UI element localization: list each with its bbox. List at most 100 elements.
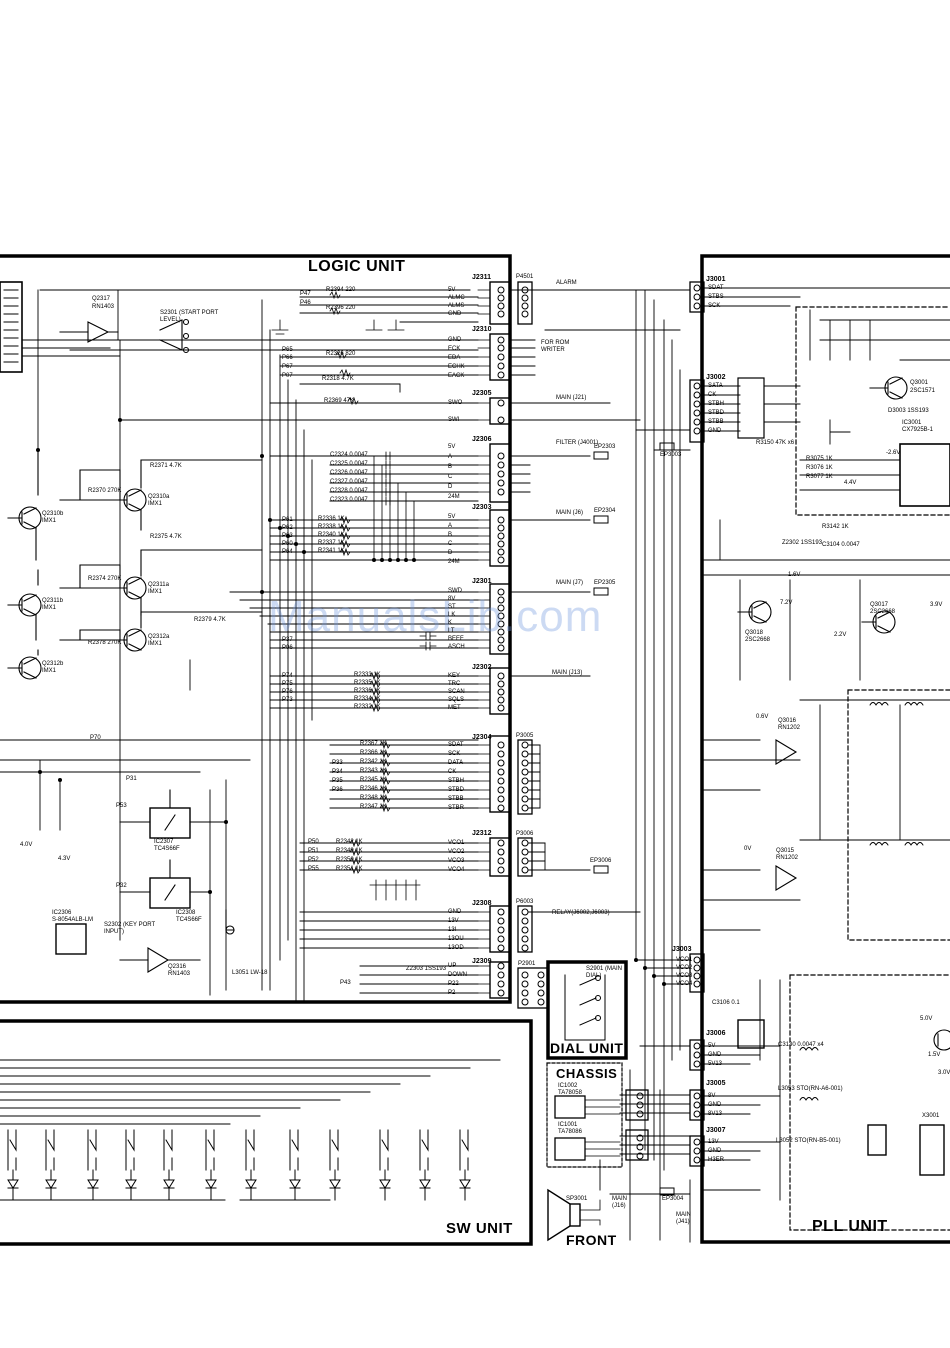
resistor-value: R2337 1K	[318, 540, 345, 546]
pll-ic-q3016-ref: Q3016	[778, 718, 797, 724]
sw-switch	[459, 1129, 471, 1201]
component-value: R2318 4.7K	[322, 376, 354, 382]
logic-ic-ic2307-part: TC4S66F	[154, 846, 180, 852]
component-value: C3104 0.0047	[822, 542, 860, 548]
component-value: R2369 47K	[324, 398, 355, 404]
logic-ic-q2316-part: RN1403	[168, 971, 191, 977]
pll-inner-box-low	[789, 974, 950, 1231]
connector-j2306-pin: 5V	[448, 444, 456, 450]
component-value: R2370 270K	[88, 488, 122, 494]
resistor-value: R2351 1K	[336, 866, 363, 872]
connector-j2306-pin: D	[448, 484, 453, 490]
component-value: 1.6V	[788, 572, 801, 578]
middle-port-blocks	[517, 281, 705, 1167]
port-p2901-ref: P2901	[518, 961, 536, 967]
sw-switch	[87, 1129, 99, 1201]
chassis-ic-2-part: TA78086	[558, 1129, 582, 1135]
speaker-symbol	[547, 1188, 601, 1242]
logic-ic-q2316-ref: Q2316	[168, 964, 187, 970]
port-label: P53	[116, 803, 127, 809]
component-value: C3106 0.1	[712, 1000, 740, 1006]
capacitor-value: C2324 0.0047	[330, 452, 368, 458]
logic-ic-q2310a-ref: Q2310a	[148, 494, 170, 500]
connector-j2301-pin: 8V	[448, 596, 456, 602]
logic-unit-title: LOGIC UNIT	[308, 258, 406, 275]
connector-j3003-pin: VCO4	[676, 981, 693, 987]
port-label: P07	[282, 373, 293, 379]
junction-dots	[36, 418, 666, 986]
logic-ic-q2311a-part: IMX1	[148, 589, 163, 595]
resistor-value: R2348 1K	[360, 795, 387, 801]
component-value: D3003 1SS193	[888, 408, 929, 414]
connector-j3007-ref: J3007	[706, 1127, 726, 1134]
connector-j2306-ref: J2306	[472, 436, 492, 443]
component-value: 3.9V	[930, 602, 943, 608]
logic-resistor-marks	[329, 290, 437, 875]
pll-ics	[737, 1019, 945, 1176]
signal-main-j16: MAIN (J16)	[612, 1196, 627, 1209]
pll-ic-ic3001-part: CX7925B-1	[902, 427, 934, 433]
port-label: P47	[300, 291, 311, 297]
resistor-value: R2338 1K	[318, 524, 345, 530]
resistor-value: R2350 1K	[336, 857, 363, 863]
logic-ic-q2312b-ref: Q2312b	[42, 661, 64, 667]
chassis-ic-1-ref: IC1002	[558, 1083, 578, 1089]
connector-j2308-pin: GND	[448, 909, 462, 915]
component-value: -2.6V	[886, 450, 901, 456]
pll-transistors	[737, 376, 950, 1051]
port-label: P65	[282, 347, 293, 353]
sw-switch	[7, 1129, 19, 1201]
component-value: 4.3V	[58, 856, 71, 862]
middle-port-circles	[636, 284, 701, 1164]
signal-sp3001: SP3001	[566, 1196, 588, 1202]
connector-j2301-pin: ST	[448, 604, 456, 610]
connector-j2303-pin: B	[448, 532, 453, 538]
connector-j2306-pin: A	[448, 454, 453, 460]
dial-unit-title: DIAL UNIT	[550, 1040, 624, 1056]
port-p6003-label: RELAY(J6002,J6003)	[552, 910, 610, 916]
connector-j2304-pin: SCK	[448, 751, 461, 757]
port-label: P75	[282, 681, 293, 687]
connector-j2305-pin: SWO	[448, 400, 463, 406]
connector-j2304-pin: CK	[448, 769, 457, 775]
port-p4501-label: ALARM	[556, 280, 577, 286]
connector-j3002-pin: STBB	[708, 419, 724, 425]
ep-beads	[593, 442, 675, 1196]
signal-rom-writer: FOR ROM WRITER	[541, 340, 570, 353]
connector-j3005-pin: 8V	[708, 1093, 716, 1099]
signal-x3001: X3001	[922, 1113, 940, 1119]
logic-ic-q2311b-part: IMX1	[42, 605, 57, 611]
connector-j3005-ref: J3005	[706, 1080, 726, 1087]
port-label: P74	[282, 673, 293, 679]
resistor-value: R2347 1K	[360, 804, 387, 810]
logic-ic-ic2307-ref: IC2307	[154, 839, 174, 845]
connector-j3002-ref: J3002	[706, 374, 726, 381]
component-value: R2378 270K	[88, 640, 122, 646]
sw-switch	[125, 1129, 137, 1201]
connector-j2311-pin: 5V	[448, 287, 456, 293]
port-label: P50	[308, 839, 319, 845]
sw-switch	[205, 1129, 217, 1201]
logic-ic-ic2306-ref: IC2306	[52, 910, 72, 916]
pll-inductors	[799, 702, 924, 1101]
connector-j2303-pin: 5V	[448, 514, 456, 520]
signal-ep3006: EP3006	[590, 858, 612, 864]
port-label: P52	[308, 857, 319, 863]
port-label: P64	[282, 549, 293, 555]
component-value: R2375 4.7K	[150, 534, 182, 540]
logic-ic-q2312b-part: IMX1	[42, 668, 57, 674]
connector-j2302-ref: J2302	[472, 664, 492, 671]
connector-j2304-pin: STBB	[448, 796, 464, 802]
connector-j3002-pin: SATA	[708, 383, 723, 389]
component-value: 2.2V	[834, 632, 847, 638]
connector-j2309-pin: P22	[448, 981, 459, 987]
connector-j3006-pin: GND	[708, 1052, 722, 1058]
connector-j3007-pin: H3ER	[708, 1157, 725, 1163]
resistor-value: R2346 1K	[360, 786, 387, 792]
connector-j3003-pin: VCO2	[676, 965, 693, 971]
connector-j2308-ref: J2308	[472, 900, 492, 907]
connector-j2302-pin: SQLS	[448, 697, 465, 703]
connector-j2310-pin: ECK	[448, 346, 461, 352]
